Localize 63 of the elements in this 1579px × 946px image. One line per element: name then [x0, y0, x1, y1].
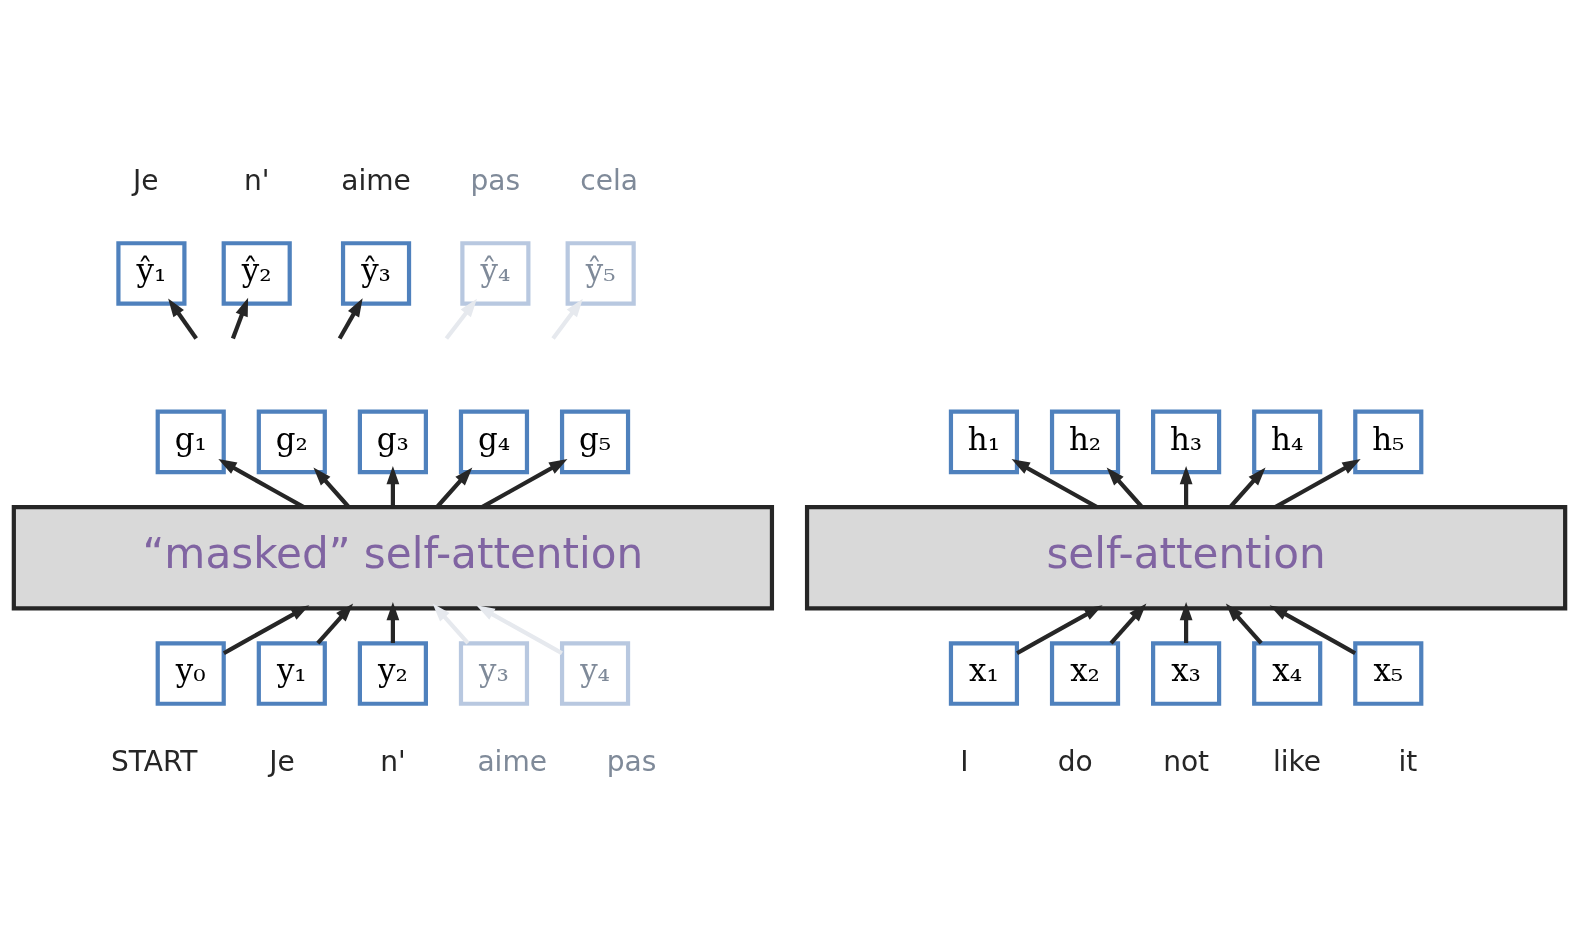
- node-label: pas: [606, 744, 657, 778]
- node-box: ŷ₃: [340, 240, 412, 306]
- arrow: [476, 604, 563, 655]
- arrow: [551, 298, 583, 340]
- node-label: cela: [580, 163, 638, 197]
- arrow: [1228, 467, 1266, 508]
- node-box: y₄: [559, 640, 631, 706]
- node-box: ŷ₂: [221, 240, 292, 306]
- arrow: [386, 465, 400, 507]
- arrow: [444, 298, 477, 340]
- node-box: y₁: [256, 640, 327, 706]
- node-box: “masked” self-attention: [11, 504, 775, 610]
- arrow: [222, 604, 310, 655]
- node-label: aime: [477, 744, 548, 778]
- arrow: [316, 603, 354, 644]
- node-box: h₅: [1353, 409, 1424, 474]
- node-label: I: [960, 744, 969, 778]
- node-label: it: [1398, 744, 1418, 778]
- node-box: ŷ₄: [460, 240, 531, 306]
- node-box: x₅: [1353, 640, 1424, 706]
- arrow: [1109, 603, 1147, 644]
- arrow: [1179, 601, 1193, 643]
- node-label: Je: [133, 163, 159, 197]
- node-label: n': [243, 163, 270, 197]
- node-box: h₃: [1151, 409, 1222, 474]
- node-box: g₁: [155, 409, 226, 474]
- node-box: y₂: [357, 640, 428, 706]
- node-label: not: [1163, 744, 1210, 778]
- node-box: g₂: [256, 409, 327, 474]
- node-box: h₄: [1252, 409, 1323, 474]
- node-label: pas: [470, 163, 521, 197]
- arrow: [432, 603, 470, 644]
- node-box: h₂: [1049, 409, 1121, 474]
- arrow: [1269, 604, 1357, 655]
- node-label: aime: [341, 163, 411, 197]
- node-box: self-attention: [804, 504, 1568, 610]
- node-box: g₃: [357, 409, 428, 474]
- node-box: x₁: [948, 640, 1020, 706]
- node-box: ŷ₅: [565, 240, 636, 306]
- arrow: [435, 467, 473, 508]
- arrow: [1016, 604, 1103, 655]
- arrow: [313, 467, 351, 508]
- node-box: g₄: [458, 409, 530, 474]
- node-box: ŷ₁: [116, 240, 187, 306]
- node-label: like: [1272, 744, 1322, 778]
- arrow: [1225, 603, 1263, 644]
- arrow: [1106, 467, 1144, 508]
- arrow: [168, 298, 198, 340]
- arrow: [337, 297, 363, 340]
- node-box: h₁: [948, 409, 1020, 474]
- node-box: x₂: [1049, 640, 1121, 706]
- node-label: n': [380, 744, 406, 778]
- node-box: x₄: [1252, 640, 1323, 706]
- node-box: g₅: [559, 409, 631, 474]
- arrow: [386, 601, 400, 643]
- node-label: do: [1057, 744, 1093, 778]
- node-box: y₀: [155, 640, 226, 706]
- arrow: [230, 297, 249, 339]
- node-label: START: [110, 744, 198, 778]
- node-box: x₃: [1151, 640, 1222, 706]
- node-label: Je: [269, 744, 295, 778]
- node-box: y₃: [458, 640, 530, 706]
- arrow: [1179, 465, 1193, 507]
